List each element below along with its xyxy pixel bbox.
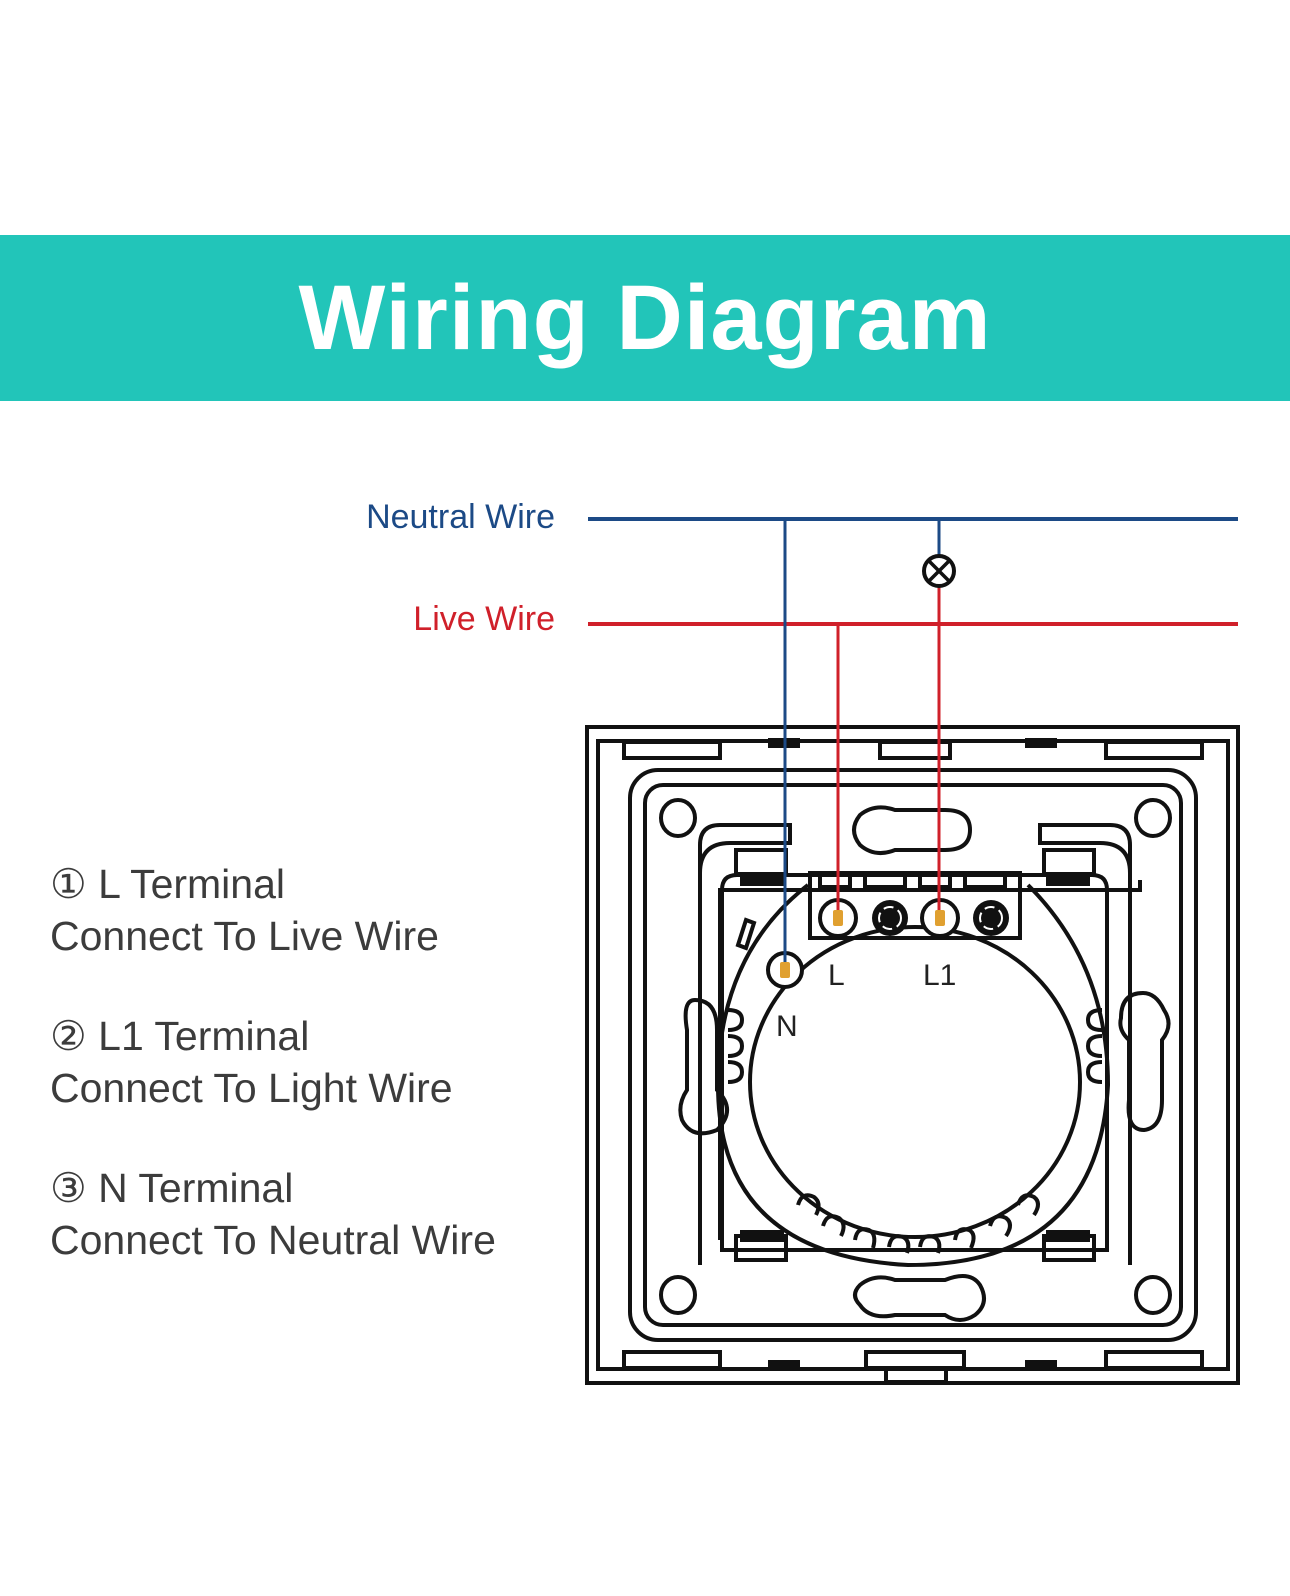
wires — [588, 517, 1238, 962]
terminal-label-n: N — [776, 1010, 798, 1043]
ferrule — [935, 910, 945, 926]
instruction-title: ③ N Terminal — [50, 1165, 294, 1211]
terminal-block — [808, 871, 1022, 940]
ferrule — [833, 910, 843, 926]
instruction-item: ② L1 Terminal Connect To Light Wire — [50, 1010, 496, 1114]
instruction-title: ② L1 Terminal — [50, 1013, 310, 1059]
module-dial — [748, 925, 1082, 1239]
ferrule — [780, 962, 790, 978]
mount-slot — [853, 1274, 986, 1322]
screw-hole — [1134, 798, 1172, 838]
terminal-label-l: L — [828, 959, 845, 992]
terminal-screws — [766, 898, 1009, 989]
screw-hole — [659, 1275, 697, 1315]
instruction-item: ③ N Terminal Connect To Neutral Wire — [50, 1162, 496, 1266]
lamp-icon — [922, 554, 956, 588]
inner-frame — [596, 739, 1230, 1371]
instruction-detail: Connect To Light Wire — [50, 1065, 453, 1111]
live-wire-label: Live Wire — [413, 600, 555, 638]
mount-slot — [1118, 990, 1171, 1133]
instruction-detail: Connect To Neutral Wire — [50, 1217, 496, 1263]
screw-hole — [1134, 1275, 1172, 1315]
mount-slot — [678, 997, 729, 1136]
terminal-screw-unused — [872, 900, 908, 936]
switch-module — [720, 873, 1109, 1252]
neutral-wire-label: Neutral Wire — [366, 498, 555, 536]
instruction-detail: Connect To Live Wire — [50, 913, 439, 959]
switch-back-plate — [585, 725, 1240, 1385]
screw-hole — [659, 798, 697, 838]
module-ring — [715, 883, 1111, 1268]
mount-panel — [628, 768, 1198, 1342]
instruction-title: ① L Terminal — [50, 861, 286, 907]
page-title: Wiring Diagram — [298, 266, 992, 369]
terminal-screw-unused — [973, 900, 1009, 936]
dial-teeth — [796, 1193, 1040, 1254]
mount-slot — [852, 805, 973, 856]
instruction-item: ① L Terminal Connect To Live Wire — [50, 858, 496, 962]
side-bumps — [727, 1008, 1103, 1084]
instructions-list: ① L Terminal Connect To Live Wire ② L1 T… — [50, 858, 496, 1314]
terminal-label-l1: L1 — [923, 959, 956, 992]
header-banner: Wiring Diagram — [0, 235, 1290, 401]
